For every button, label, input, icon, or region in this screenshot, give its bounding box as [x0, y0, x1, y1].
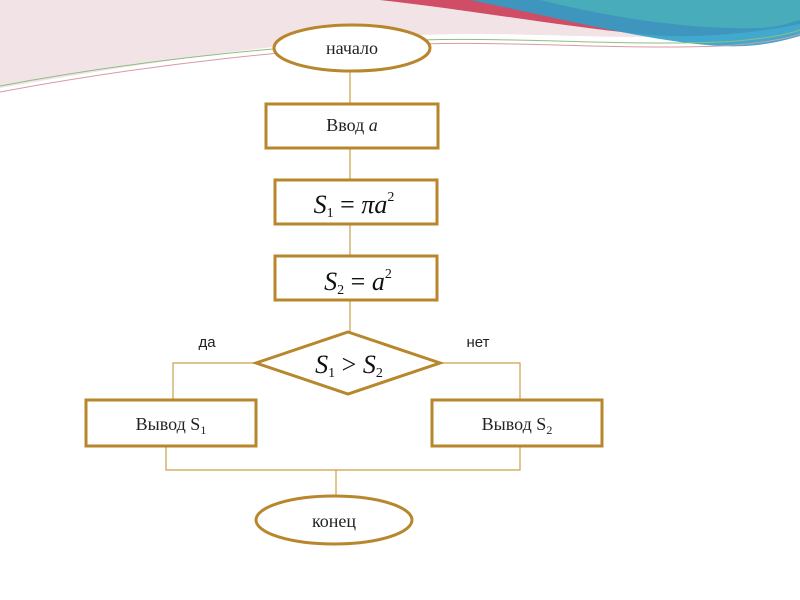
start-label: начало	[326, 38, 378, 58]
end-terminator: конец	[254, 494, 414, 546]
assign-s1-formula: S1 = πa2	[314, 190, 395, 221]
output-s2-block: Вывод S2	[430, 398, 604, 448]
input-label: Ввод	[326, 115, 364, 135]
input-block: Ввод a	[264, 102, 440, 150]
start-terminator: начало	[272, 23, 432, 73]
output-s1-block: Вывод S1	[84, 398, 258, 448]
assign-s2-block: S2 = a2	[273, 254, 439, 302]
svg-text:Ввод a: Ввод a	[326, 115, 378, 135]
decision-condition: S1 > S2	[315, 350, 383, 381]
assign-s1-block: S1 = πa2	[273, 178, 439, 226]
output-s2-label: Вывод S2	[482, 414, 553, 437]
output-s1-label: Вывод S1	[136, 414, 207, 437]
no-label: нет	[467, 334, 490, 351]
connector-merge	[165, 446, 521, 471]
input-variable: a	[369, 115, 378, 135]
connector-decision-yes	[172, 362, 256, 400]
end-label: конец	[312, 511, 356, 531]
connector-decision-no	[440, 362, 521, 400]
decorative-banner	[0, 0, 800, 93]
connectors	[165, 70, 521, 496]
yes-label: да	[198, 334, 216, 351]
decision-block: S1 > S2	[251, 330, 445, 396]
assign-s2-formula: S2 = a2	[324, 267, 392, 298]
